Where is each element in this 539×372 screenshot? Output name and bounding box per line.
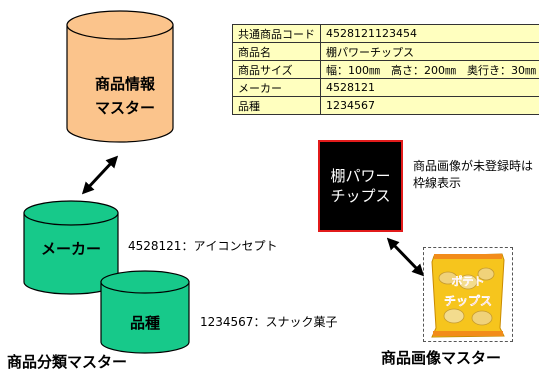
table-row: 共通商品コード 4528121123454 xyxy=(232,24,539,43)
placeholder-line1: 棚パワー xyxy=(330,167,391,185)
table-key: 商品サイズ xyxy=(232,60,321,79)
category-code-note: 1234567：スナック菓子 xyxy=(200,315,338,329)
table-value: 棚パワーチップス xyxy=(320,42,539,61)
category-cylinder xyxy=(100,270,190,354)
category-label: 品種 xyxy=(129,314,160,332)
product-info-label-line1: 商品情報 xyxy=(95,75,156,93)
table-value: 4528121 xyxy=(320,78,539,97)
chip-bag-text-bottom: チップス xyxy=(444,293,492,308)
maker-label: メーカー xyxy=(40,240,101,258)
table-row: 商品名 棚パワーチップス xyxy=(232,42,539,61)
table-key: 共通商品コード xyxy=(232,24,321,43)
product-info-table: 共通商品コード 4528121123454 商品名 棚パワーチップス 商品サイズ… xyxy=(232,24,539,115)
table-row: 商品サイズ 幅：100㎜ 高さ：200㎜ 奥行き：30㎜ xyxy=(232,60,539,79)
unregistered-note-line2: 枠線表示 xyxy=(413,176,462,190)
table-value: 幅：100㎜ 高さ：200㎜ 奥行き：30㎜ xyxy=(320,60,539,79)
arrow-placeholder-to-image xyxy=(386,237,425,277)
product-info-cylinder xyxy=(66,10,174,143)
table-row: 品種 1234567 xyxy=(232,96,539,115)
table-key: メーカー xyxy=(232,78,321,97)
table-value: 1234567 xyxy=(320,96,539,115)
unregistered-note: 商品画像が未登録時は 枠線表示 xyxy=(413,158,533,192)
product-info-label-line2: マスター xyxy=(95,99,156,117)
arrow-info-to-classification xyxy=(81,155,119,195)
table-value: 4528121123454 xyxy=(320,24,539,43)
potato-chips-image: ポテト チップス xyxy=(423,247,513,342)
table-key: 品種 xyxy=(232,96,321,115)
chip-bag-text-top: ポテト xyxy=(452,274,485,288)
product-info-master-label: 商品情報 マスター xyxy=(95,72,156,120)
chip-bag-illustration: ポテト チップス xyxy=(431,253,505,338)
table-row: メーカー 4528121 xyxy=(232,78,539,97)
maker-cylinder xyxy=(23,200,119,295)
image-master-caption: 商品画像マスター xyxy=(381,349,502,367)
image-placeholder-box: 棚パワー チップス xyxy=(318,140,403,232)
unregistered-note-line1: 商品画像が未登録時は xyxy=(413,159,534,173)
maker-code-note: 4528121：アイコンセプト xyxy=(128,239,278,253)
placeholder-line2: チップス xyxy=(330,187,391,205)
classification-master-caption: 商品分類マスター xyxy=(7,353,128,371)
table-key: 商品名 xyxy=(232,42,321,61)
